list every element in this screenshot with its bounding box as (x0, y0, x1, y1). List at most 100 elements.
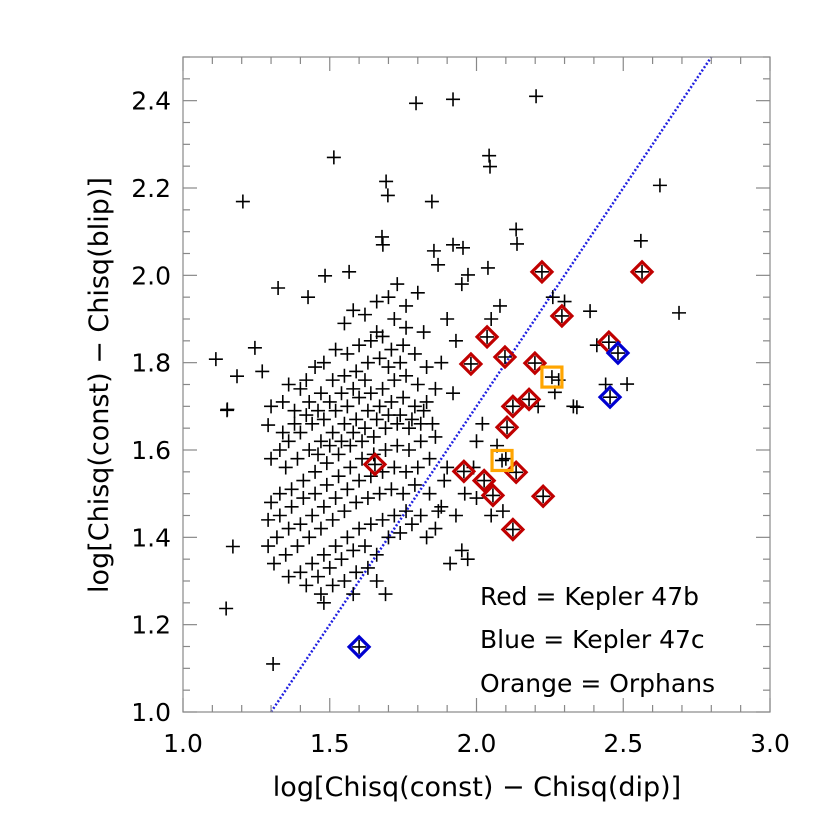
data-point-cross (313, 521, 328, 536)
data-point-cross (652, 178, 667, 193)
data-point-cross (322, 560, 337, 575)
data-point-cross (301, 290, 316, 305)
data-point-cross (272, 443, 287, 457)
data-point-cross (381, 360, 396, 375)
data-point-cross (316, 499, 331, 514)
data-point-cross (375, 381, 390, 396)
kepler-47b-marker (549, 303, 575, 329)
data-point-cross (264, 495, 279, 510)
data-point-cross (422, 451, 437, 466)
data-point-cross (390, 438, 405, 453)
data-point-cross (334, 386, 349, 401)
data-point-cross (495, 504, 510, 519)
data-point-cross (302, 443, 317, 457)
data-point-cross (352, 639, 367, 654)
data-point-cross (381, 290, 396, 305)
data-point-cross (495, 453, 510, 468)
data-point-cross (409, 96, 424, 111)
data-point-cross (460, 267, 475, 282)
data-point-cross (475, 416, 490, 431)
data-point-cross (492, 298, 507, 313)
data-point-cross (446, 92, 461, 107)
plot-frame (182, 56, 771, 713)
data-point-cross (328, 539, 343, 554)
data-point-cross (635, 264, 650, 279)
data-point-cross (311, 569, 326, 584)
kepler-47b-marker (516, 387, 542, 412)
data-point-cross (404, 412, 419, 427)
data-point-cross (340, 530, 355, 545)
x-tick-label: 2.0 (457, 729, 497, 758)
data-point-cross (360, 355, 375, 370)
y-tick-label: 1.2 (131, 611, 171, 640)
data-point-cross (404, 517, 419, 532)
kepler-47b-marker (494, 415, 520, 440)
data-point-cross (299, 373, 314, 388)
data-point-cross (422, 486, 437, 501)
data-point-cross (457, 486, 472, 501)
y-tick-label: 1.0 (131, 698, 171, 727)
data-point-cross (366, 429, 381, 444)
data-point-cross (311, 403, 326, 418)
data-point-cross (603, 390, 618, 405)
x-tick-label: 3.0 (750, 729, 790, 758)
data-point-cross (290, 539, 305, 554)
data-point-cross (352, 473, 367, 488)
data-point-cross (346, 543, 361, 558)
kepler-47b-marker (362, 452, 388, 477)
data-point-cross (381, 408, 396, 423)
data-point-cross (401, 421, 416, 436)
data-point-cross (529, 89, 544, 104)
data-point-cross (448, 333, 463, 348)
data-point-cross (396, 390, 411, 405)
orphan-marker (540, 365, 564, 389)
data-point-cross (328, 491, 343, 506)
data-point-cross (551, 373, 566, 388)
data-point-cross (326, 150, 341, 165)
data-point-cross (460, 552, 475, 567)
y-tick-label: 1.4 (131, 523, 171, 552)
kepler-47b-marker (530, 484, 556, 509)
data-point-cross (399, 298, 414, 313)
data-point-cross (299, 408, 314, 423)
data-point-cross (337, 368, 352, 383)
data-point-cross (434, 355, 449, 370)
data-point-cross (544, 370, 559, 385)
data-point-cross (431, 257, 446, 272)
data-point-cross (261, 418, 276, 433)
kepler-47b-marker (480, 483, 506, 508)
data-point-cross (363, 333, 378, 348)
data-point-cross (610, 346, 625, 361)
data-point-cross (352, 390, 367, 405)
data-point-cross (318, 268, 333, 283)
kepler-47b-marker (458, 351, 484, 377)
kepler-47b-marker (629, 259, 655, 285)
data-point-cross (346, 587, 361, 602)
data-point-cross (293, 517, 308, 532)
data-point-cross (319, 456, 334, 471)
legend: Red = Kepler 47b Blue = Kepler 47c Orang… (480, 582, 715, 698)
kepler-47b-marker (492, 344, 518, 370)
data-point-cross (342, 264, 357, 279)
data-point-cross (278, 547, 293, 562)
data-point-cross (369, 325, 384, 340)
data-point-cross (225, 539, 240, 554)
data-point-cross (477, 473, 492, 488)
data-point-cross (369, 547, 384, 562)
data-point-cross (357, 373, 372, 388)
data-point-cross (485, 488, 500, 503)
y-axis-label: log[Chisq(const) − Chisq(blip)] (84, 177, 115, 593)
data-point-cross (428, 429, 443, 444)
data-point-cross (367, 457, 382, 472)
kepler-47b-marker (522, 350, 548, 376)
data-point-cross (390, 416, 405, 431)
data-point-cross (387, 312, 402, 326)
data-point-cross (261, 512, 276, 527)
data-point-cross (509, 465, 524, 480)
y-tick-label: 1.6 (131, 436, 171, 465)
data-point-cross (313, 587, 328, 602)
data-point-cross (275, 394, 290, 409)
data-point-cross (393, 355, 408, 370)
data-point-cross (290, 451, 305, 466)
data-point-cross (255, 364, 270, 379)
